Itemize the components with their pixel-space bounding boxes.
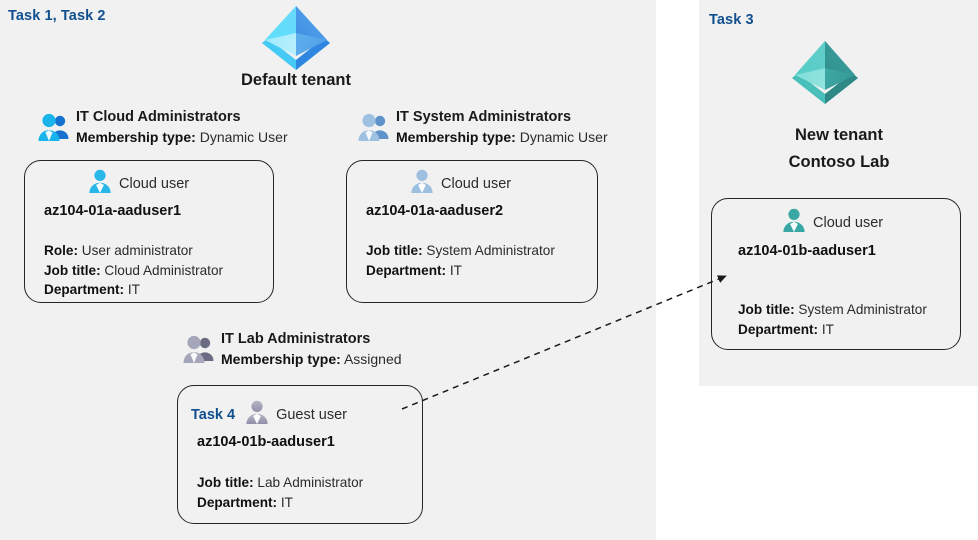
prop-label: Job title:: [197, 475, 254, 490]
group-users-icon: [358, 112, 392, 147]
membership-value: Dynamic User: [199, 129, 288, 145]
membership-label: Membership type:: [396, 129, 516, 145]
prop-value: System Administrator: [798, 302, 927, 317]
task-label-4: Task 4: [191, 406, 236, 423]
card-user-type-row: Cloud user: [781, 207, 883, 238]
group-users-icon: [183, 334, 217, 369]
task-label-1-2: Task 1, Task 2: [8, 8, 106, 24]
prop-value: IT: [280, 494, 293, 510]
card-user-type-row: Cloud user: [409, 168, 511, 199]
membership-value: Assigned: [343, 351, 402, 367]
prop-label: Department:: [738, 321, 819, 337]
prop-value: Lab Administrator: [257, 475, 364, 490]
task-label-3: Task 3: [709, 12, 754, 28]
card-user-type: Cloud user: [441, 175, 512, 192]
card-prop-jobtitle: Job title: System Administrator: [366, 241, 555, 261]
new-tenant-caption-line2: Contoso Lab: [788, 153, 890, 171]
prop-value: User administrator: [81, 243, 193, 258]
card-properties: Job title: Lab Administrator Department:…: [197, 473, 363, 512]
membership-value: Dynamic User: [519, 129, 608, 145]
card-properties: Role: User administrator Job title: Clou…: [44, 241, 223, 300]
group-it-lab-administrators: IT Lab Administrators Membership type: A…: [183, 330, 402, 369]
card-user-name: az104-01a-aaduser1: [44, 203, 182, 219]
group-title: IT System Administrators: [396, 109, 572, 125]
guest-user-icon: [244, 399, 270, 430]
card-properties: Job title: System Administrator Departme…: [738, 300, 927, 339]
card-user-name: az104-01a-aaduser2: [366, 203, 504, 219]
prop-label: Job title:: [738, 302, 795, 317]
membership-label: Membership type:: [221, 351, 341, 367]
prop-value: IT: [449, 262, 462, 278]
default-tenant-icon: [258, 2, 334, 70]
prop-value: System Administrator: [426, 243, 555, 258]
card-prop-department: Department: IT: [366, 261, 555, 281]
prop-value: IT: [127, 282, 140, 297]
prop-label: Job title:: [366, 243, 423, 258]
card-user-name: az104-01b-aaduser1: [738, 243, 876, 259]
card-user-type: Guest user: [276, 406, 347, 423]
new-tenant-caption-line1: New tenant: [794, 126, 883, 144]
card-prop-jobtitle: Job title: System Administrator: [738, 300, 927, 320]
group-membership: Membership type: Assigned: [221, 349, 402, 369]
group-membership: Membership type: Dynamic User: [76, 127, 288, 147]
cloud-user-icon: [781, 207, 807, 238]
prop-label: Department:: [44, 282, 125, 297]
group-it-cloud-administrators: IT Cloud Administrators Membership type:…: [38, 108, 288, 147]
group-it-system-administrators: IT System Administrators Membership type…: [358, 108, 608, 147]
card-user-type: Cloud user: [813, 214, 884, 231]
card-user-type: Cloud user: [119, 175, 190, 192]
user-card-aaduser1b-guest[interactable]: Task 4 Guest user az104-01b-aaduser1 Job…: [177, 385, 423, 524]
prop-label: Department:: [197, 494, 278, 510]
card-prop-department: Department: IT: [197, 493, 363, 513]
card-prop-jobtitle: Job title: Cloud Administrator: [44, 261, 223, 281]
card-prop-department: Department: IT: [44, 280, 223, 300]
group-users-icon: [38, 112, 72, 147]
default-tenant-caption: Default tenant: [240, 71, 351, 89]
user-card-aaduser1b-cloud[interactable]: Cloud user az104-01b-aaduser1 Job title:…: [711, 198, 961, 350]
cloud-user-icon: [87, 168, 113, 199]
card-properties: Job title: System Administrator Departme…: [366, 241, 555, 280]
prop-label: Department:: [366, 262, 447, 278]
user-card-aaduser2-cloud[interactable]: Cloud user az104-01a-aaduser2 Job title:…: [346, 160, 598, 303]
card-prop-department: Department: IT: [738, 320, 927, 340]
group-title: IT Cloud Administrators: [76, 109, 241, 125]
group-membership: Membership type: Dynamic User: [396, 127, 608, 147]
user-card-aaduser1-cloud[interactable]: Cloud user az104-01a-aaduser1 Role: User…: [24, 160, 274, 303]
prop-value: IT: [821, 321, 834, 337]
prop-value: Cloud Administrator: [104, 262, 224, 278]
card-user-name: az104-01b-aaduser1: [197, 434, 335, 450]
prop-label: Job title:: [44, 262, 101, 278]
card-user-type-row: Task 4 Guest user: [191, 399, 347, 430]
card-prop-role: Role: User administrator: [44, 241, 223, 261]
card-prop-jobtitle: Job title: Lab Administrator: [197, 473, 363, 493]
new-tenant-icon: [789, 38, 861, 104]
card-user-type-row: Cloud user: [87, 168, 189, 199]
membership-label: Membership type:: [76, 129, 196, 145]
group-title: IT Lab Administrators: [221, 331, 371, 347]
default-tenant-panel: [0, 0, 656, 540]
prop-label: Role:: [44, 243, 78, 258]
cloud-user-icon: [409, 168, 435, 199]
